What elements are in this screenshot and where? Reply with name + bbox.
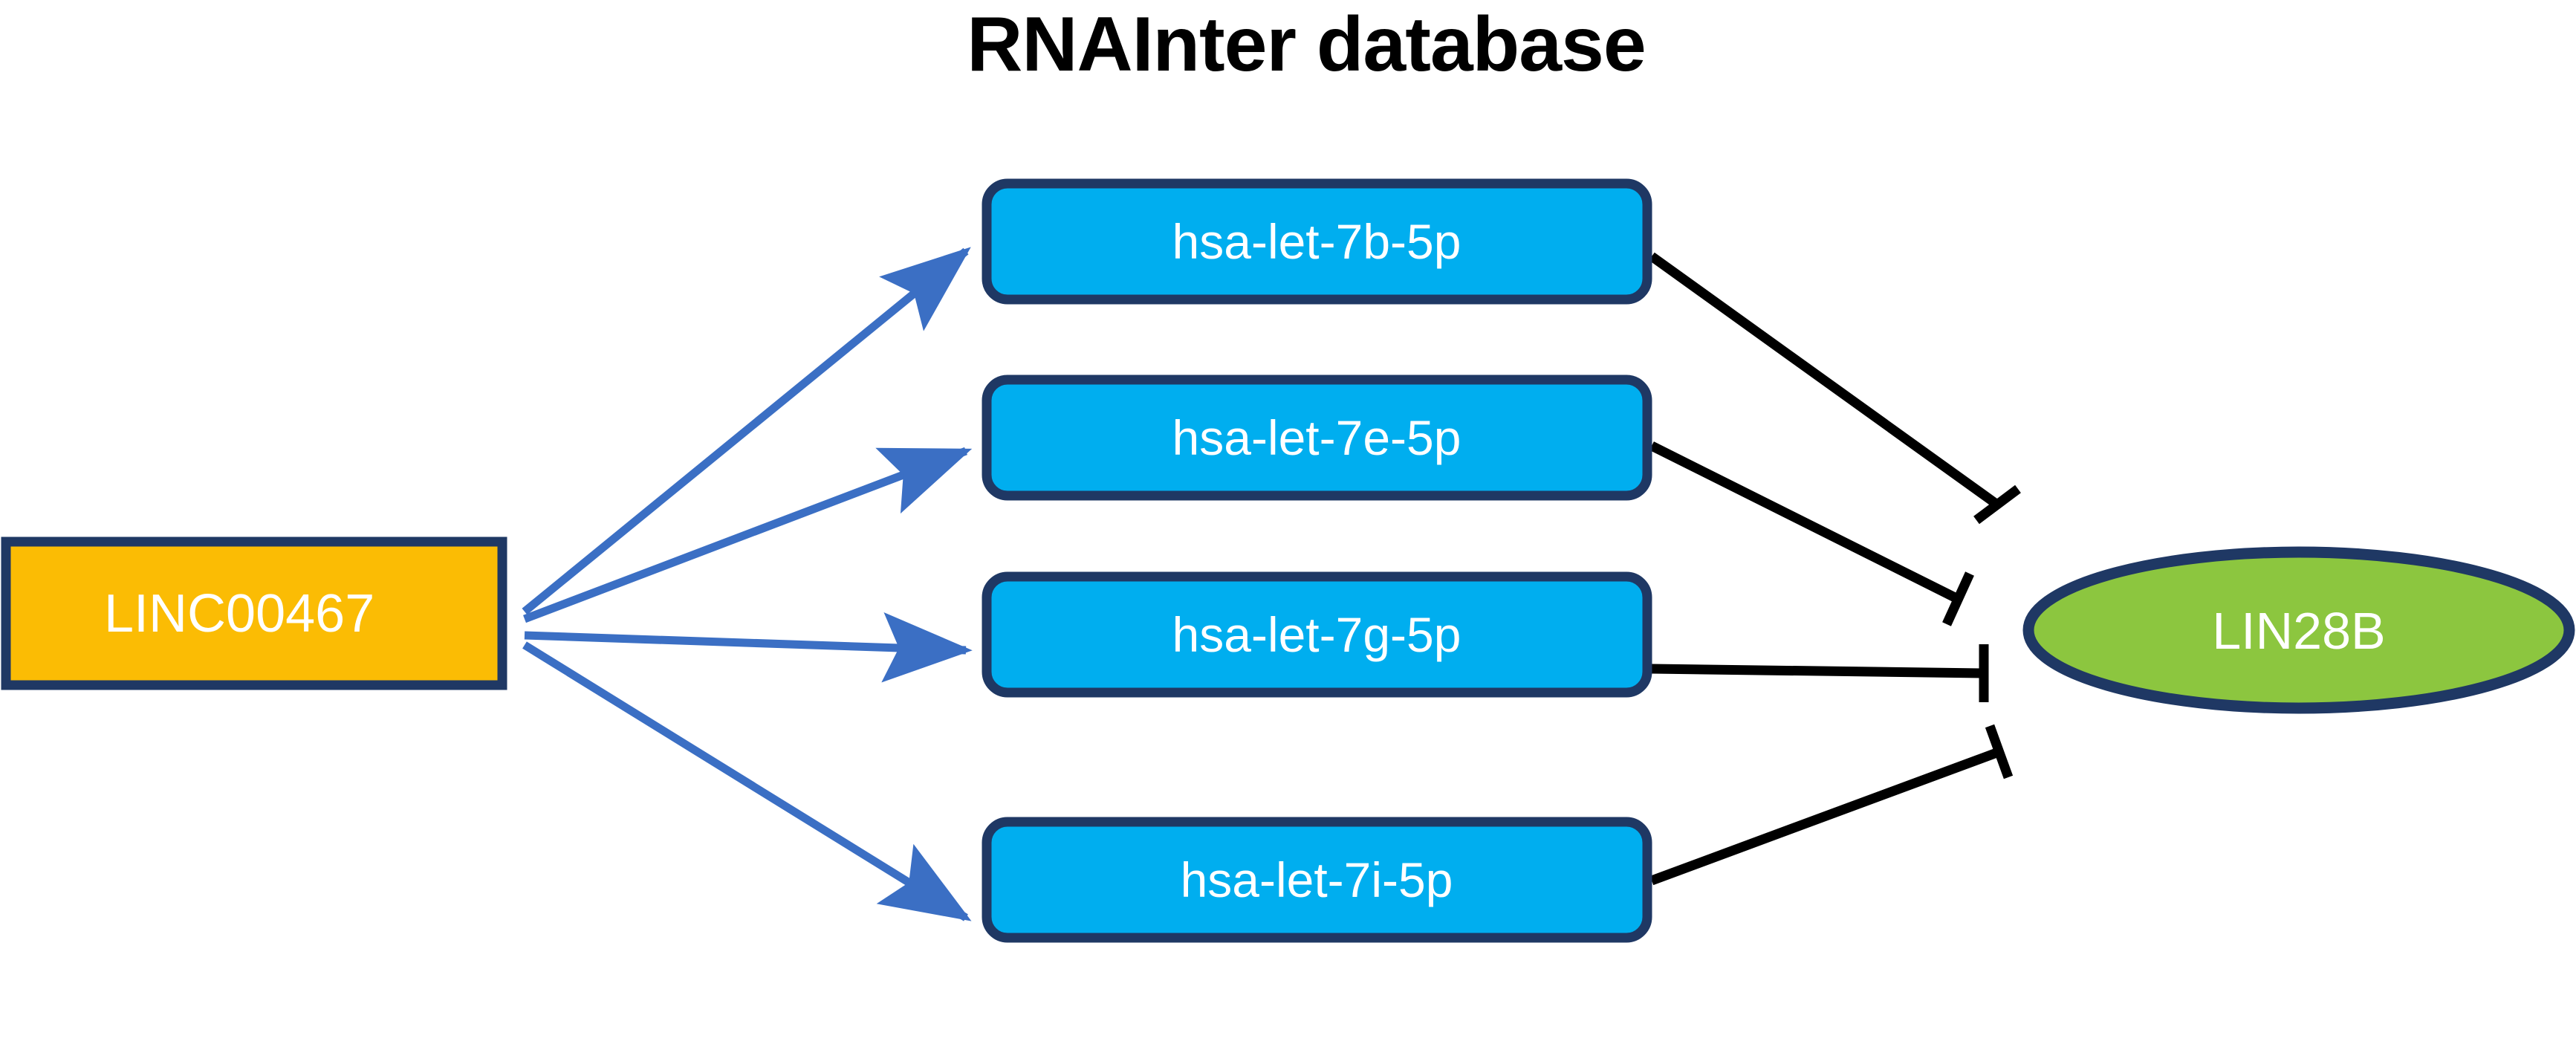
node-hsa-let-7i-5p[interactable]: hsa-let-7i-5p: [982, 817, 1652, 943]
node-hsa-let-7b-5p-shape[interactable]: [982, 178, 1652, 305]
activation-edges: [522, 247, 973, 921]
edge-linc00467-to-let7i: [522, 641, 972, 921]
page-title: RNAInter database: [967, 1, 1645, 88]
edge-let7b-inhibits-lin28b: [1649, 252, 2021, 525]
node-hsa-let-7g-5p-shape[interactable]: [982, 571, 1652, 698]
edge-let7g-inhibits-lin28b: [1651, 644, 1989, 702]
node-hsa-let-7g-5p[interactable]: hsa-let-7g-5p: [982, 571, 1652, 698]
edge-let7e-inhibits-lin28b: [1649, 441, 1974, 626]
inhibition-edges: [1649, 252, 2021, 886]
node-hsa-let-7b-5p[interactable]: hsa-let-7b-5p: [982, 178, 1652, 305]
node-hsa-let-7i-5p-shape[interactable]: [982, 817, 1652, 943]
edge-linc00467-to-let7e: [523, 447, 973, 623]
edge-linc00467-to-let7b: [522, 247, 971, 615]
edge-linc00467-to-let7g: [524, 612, 973, 683]
node-lin28b[interactable]: LIN28B: [2022, 546, 2575, 714]
node-linc00467-shape[interactable]: [1, 537, 507, 690]
node-lin28b-shape[interactable]: [2022, 546, 2575, 714]
edge-let7i-inhibits-lin28b: [1649, 724, 2014, 886]
node-hsa-let-7e-5p[interactable]: hsa-let-7e-5p: [982, 375, 1652, 501]
node-hsa-let-7e-5p-shape[interactable]: [982, 375, 1652, 501]
node-linc00467[interactable]: LINC00467: [1, 537, 507, 690]
